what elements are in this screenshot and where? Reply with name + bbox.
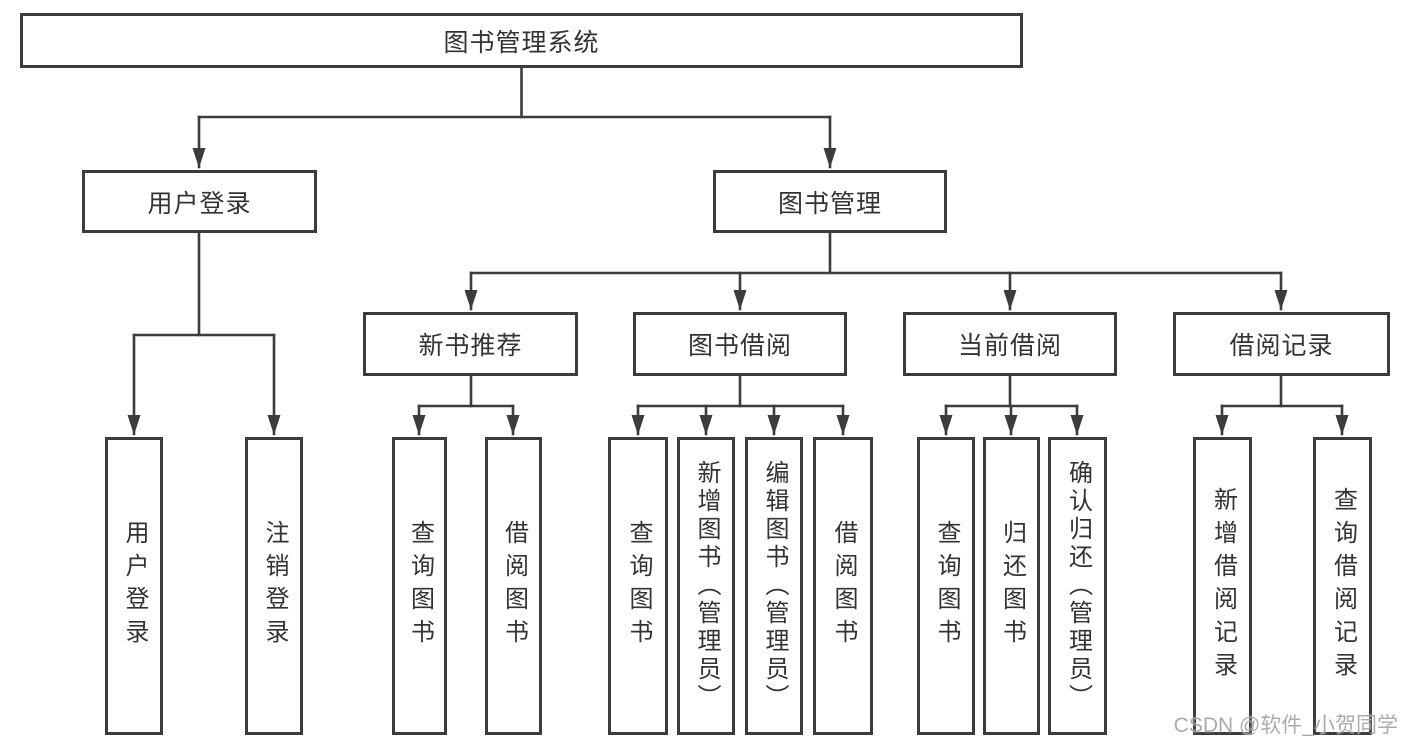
leaf-query-books-recommend-label: 查询图书	[406, 520, 434, 652]
node-book-borrowing-label: 图书借阅	[687, 332, 792, 360]
connector-records-to-leaves	[1215, 374, 1349, 436]
connector-userlogin-to-leaves	[127, 231, 281, 436]
node-user-login: 用户登录	[82, 170, 317, 233]
leaf-add-borrow-record-label: 新增借阅记录	[1209, 487, 1237, 685]
leaf-confirm-return-admin-label: 确认归还（管理员）	[1064, 460, 1092, 712]
connector-root-to-level2	[192, 66, 837, 169]
leaf-edit-books-admin: 编辑图书（管理员）	[745, 437, 803, 735]
node-new-book-recommend-label: 新书推荐	[418, 332, 523, 360]
leaf-user-login: 用户登录	[105, 437, 163, 735]
leaf-return-books-label: 归还图书	[998, 520, 1026, 652]
leaf-logout-label: 注销登录	[261, 520, 288, 652]
leaf-query-borrow-record: 查询借阅记录	[1313, 437, 1372, 735]
leaf-borrow-books-recommend: 借阅图书	[485, 437, 542, 735]
node-borrowing-records: 借阅记录	[1173, 312, 1390, 376]
leaf-borrow-books-label: 借阅图书	[830, 520, 857, 652]
connector-bookmgmt-to-level3	[464, 231, 1288, 311]
leaf-return-books: 归还图书	[983, 437, 1040, 735]
node-book-management: 图书管理	[713, 170, 947, 233]
node-user-login-label: 用户登录	[147, 189, 252, 218]
node-root: 图书管理系统	[20, 13, 1023, 68]
node-root-label: 图书管理系统	[443, 28, 600, 57]
leaf-add-books-admin-label: 新增图书（管理员）	[693, 460, 720, 712]
node-book-borrowing: 图书借阅	[633, 312, 847, 376]
leaf-confirm-return-admin: 确认归还（管理员）	[1048, 437, 1107, 735]
node-new-book-recommend: 新书推荐	[363, 312, 578, 376]
connector-current-to-leaves	[939, 374, 1084, 436]
leaf-query-books-borrowing: 查询图书	[608, 437, 668, 735]
leaf-logout: 注销登录	[245, 437, 303, 735]
watermark: CSDN @软件_小贺同学	[1173, 714, 1398, 737]
node-borrowing-records-label: 借阅记录	[1229, 332, 1334, 360]
leaf-query-books-current: 查询图书	[917, 437, 975, 735]
leaf-query-borrow-record-label: 查询借阅记录	[1329, 487, 1357, 685]
node-current-borrowing-label: 当前借阅	[957, 332, 1062, 360]
leaf-add-borrow-record: 新增借阅记录	[1193, 437, 1252, 735]
leaf-user-login-label: 用户登录	[121, 520, 148, 652]
leaf-edit-books-admin-label: 编辑图书（管理员）	[761, 460, 788, 712]
node-book-management-label: 图书管理	[777, 189, 882, 218]
leaf-add-books-admin: 新增图书（管理员）	[677, 437, 735, 735]
node-current-borrowing: 当前借阅	[903, 312, 1117, 376]
leaf-query-books-recommend: 查询图书	[392, 437, 447, 735]
connector-borrowing-to-leaves	[631, 374, 850, 436]
leaf-borrow-books-recommend-label: 借阅图书	[500, 520, 528, 652]
leaf-borrow-books: 借阅图书	[813, 437, 873, 735]
connector-newbooks-to-leaves	[412, 374, 520, 436]
leaf-query-books-borrowing-label: 查询图书	[625, 520, 652, 652]
leaf-query-books-current-label: 查询图书	[933, 520, 960, 652]
